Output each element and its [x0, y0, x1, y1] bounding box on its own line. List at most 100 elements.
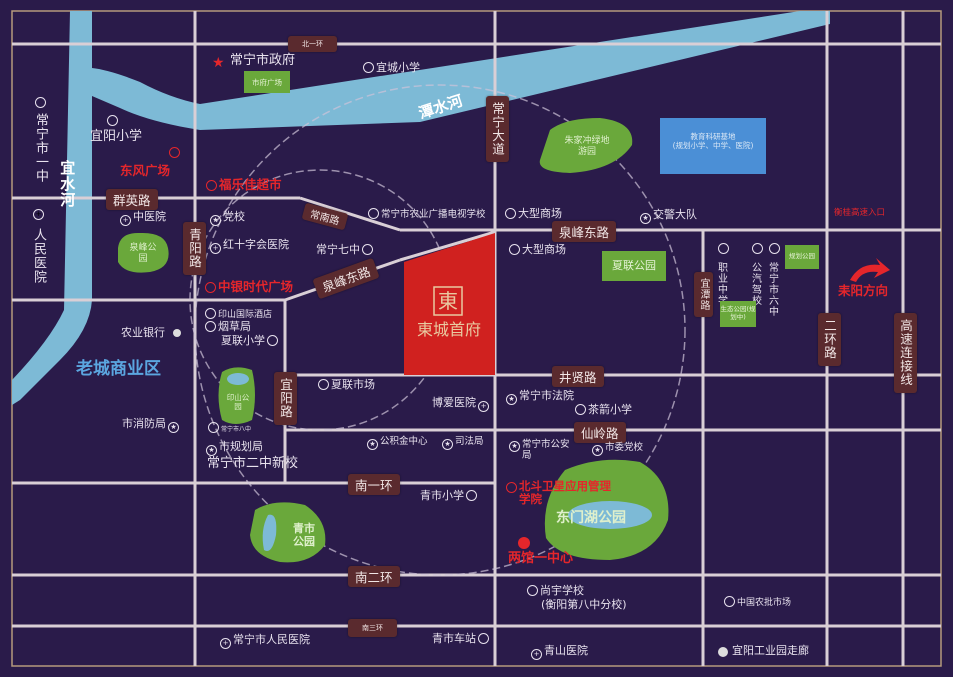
poi-two-halls: 两馆一中心	[508, 551, 574, 566]
hospital-icon: +	[33, 209, 44, 220]
school-icon	[527, 585, 538, 596]
poi-vocational: 职业中学	[715, 262, 727, 306]
poi-agri-market: 中国农批市场	[722, 596, 791, 608]
two-halls-dot	[518, 537, 530, 549]
qingshi-lake	[262, 514, 277, 551]
school-icon	[718, 243, 729, 254]
poi-zhongyin-plaza: 中银时代广场	[203, 279, 293, 294]
road-yi-tan: 宜潭路	[694, 272, 713, 317]
road-jing-xian: 井贤路	[552, 366, 604, 387]
poi-city-party-school: ★市委党校	[590, 442, 643, 456]
road-nan-yi-huan: 南一环	[348, 474, 400, 495]
bus-icon	[478, 633, 489, 644]
shopping-cart-icon	[724, 596, 735, 607]
school-icon	[362, 244, 373, 255]
poi-agri-bank: 农业银行	[121, 326, 165, 339]
poi-boai-hospital: 博爱医院+	[432, 396, 491, 412]
edu-base-box	[660, 118, 766, 174]
hospital-icon: +	[210, 243, 221, 254]
map-frame	[11, 10, 942, 667]
poi-party-school: ★党校	[208, 210, 245, 226]
poi-beidou-college: 北斗卫星应用管理学院	[504, 479, 619, 506]
poi-yiyang-school: 宜阳小学	[90, 129, 143, 144]
poi-park-planned-2: 生态公园(规划中)	[720, 301, 756, 327]
poi-industrial-corridor: 宜阳工业园走廊	[732, 644, 809, 657]
poi-agri-tv-school: 常宁市农业广播电视学校	[366, 208, 486, 221]
hospital-icon: +	[478, 401, 489, 412]
poi-people-hospital-v: 人民医院	[30, 228, 46, 284]
poi-park-planned-1: 规划公园	[785, 245, 819, 269]
xialian-park-shape	[602, 251, 666, 281]
poi-gov-square: 市府广场	[244, 71, 290, 93]
poi-tobacco: 烟草局	[203, 320, 251, 334]
poi-qingshi-park: 青市公园	[293, 522, 315, 549]
poi-no8-primary: 常宁市八中	[206, 422, 251, 434]
project-logo-box	[433, 286, 463, 316]
shopping-cart-icon	[318, 379, 329, 390]
school-icon	[368, 208, 379, 219]
poi-dongmenhu-park: 东门湖公园	[556, 510, 626, 526]
industrial-dot	[718, 647, 728, 657]
school-icon	[267, 335, 278, 346]
poi-driving-school: 公汽驾校	[749, 262, 761, 306]
yi-river	[12, 11, 830, 405]
gov-star-icon: ★	[212, 55, 225, 71]
hospital-icon: +	[220, 638, 231, 649]
road-xian-ling: 仙岭路	[574, 422, 626, 443]
road-quan-feng-dong-east: 泉峰东路	[552, 221, 617, 242]
yinshan-lake	[227, 373, 249, 385]
school-icon	[506, 482, 517, 493]
star-icon: ★	[367, 439, 378, 450]
school-icon	[35, 97, 46, 108]
school-icon	[466, 490, 477, 501]
poi-big-mall-1: 大型商场	[503, 207, 562, 221]
road-gao-su: 高速连接线	[894, 313, 917, 393]
poi-edu-base: 教育科研基地(规划小学、中学、医院)	[672, 132, 754, 150]
poi-xialian-market: 夏联市场	[316, 378, 375, 392]
road-yi-yang: 宜阳路	[274, 372, 297, 425]
star-icon: ★	[640, 213, 651, 224]
road-nan-huan-small: 南三环	[348, 619, 397, 637]
poi-shangyu-school: 尚宇学校	[525, 584, 584, 598]
poi-qingshi-primary: 青市小学	[420, 489, 479, 503]
hotel-icon	[205, 308, 216, 319]
poi-no1-middle: 常宁市一中	[32, 113, 48, 183]
road-nan-er-huan: 南二环	[348, 566, 400, 587]
road-qing-yang: 青阳路	[183, 222, 206, 275]
poi-court: ★常宁市法院	[504, 389, 574, 405]
poi-qingshi-station: 青市车站	[432, 632, 491, 646]
school-icon	[363, 62, 374, 73]
school-icon	[575, 404, 586, 415]
school-icon	[107, 115, 118, 126]
radius-ring-outer	[194, 84, 686, 576]
poi-no2-new: 常宁市二中新校	[207, 456, 299, 471]
poi-no7-middle: 常宁七中	[316, 243, 375, 257]
poi-xialian-primary: 夏联小学	[221, 334, 280, 348]
poi-xialian-park: 夏联公园	[612, 259, 656, 272]
shopping-cart-icon	[205, 321, 216, 332]
shopping-cart-icon	[509, 244, 520, 255]
poi-big-mall-2: 大型商场	[507, 243, 566, 257]
district-label: 老城商业区	[76, 359, 161, 379]
poi-planning: ★市规划局	[204, 440, 263, 456]
poi-gov: 常宁市政府	[230, 53, 296, 68]
poi-quanfeng-park: 泉峰公园	[129, 243, 157, 264]
poi-police: ★常宁市公安局	[507, 439, 570, 462]
poi-xinle-market: 福乐佳超市	[204, 177, 282, 192]
poi-justice: ★司法局	[440, 436, 484, 450]
poi-red-cross: +红十字会医院	[208, 238, 289, 254]
poi-yicheng-school: 宜城小学	[361, 61, 420, 75]
project-logo: 東	[438, 289, 458, 313]
road-bei-yi-huan: 北一环	[288, 36, 337, 52]
poi-tcm-hospital: +中医院	[118, 210, 166, 226]
star-icon: ★	[210, 215, 221, 226]
poi-traffic-police: ★交警大队	[638, 208, 697, 224]
poi-yinshan-hotel: 印山国际酒店	[203, 308, 272, 320]
poi-leiyang-dir: 耒阳方向	[838, 283, 889, 298]
shopping-cart-icon	[169, 147, 180, 158]
star-icon: ★	[592, 445, 603, 456]
yi-river-label: 宜水河	[58, 160, 77, 208]
school-icon	[769, 243, 780, 254]
poi-people-hospital: +常宁市人民医院	[218, 633, 310, 649]
